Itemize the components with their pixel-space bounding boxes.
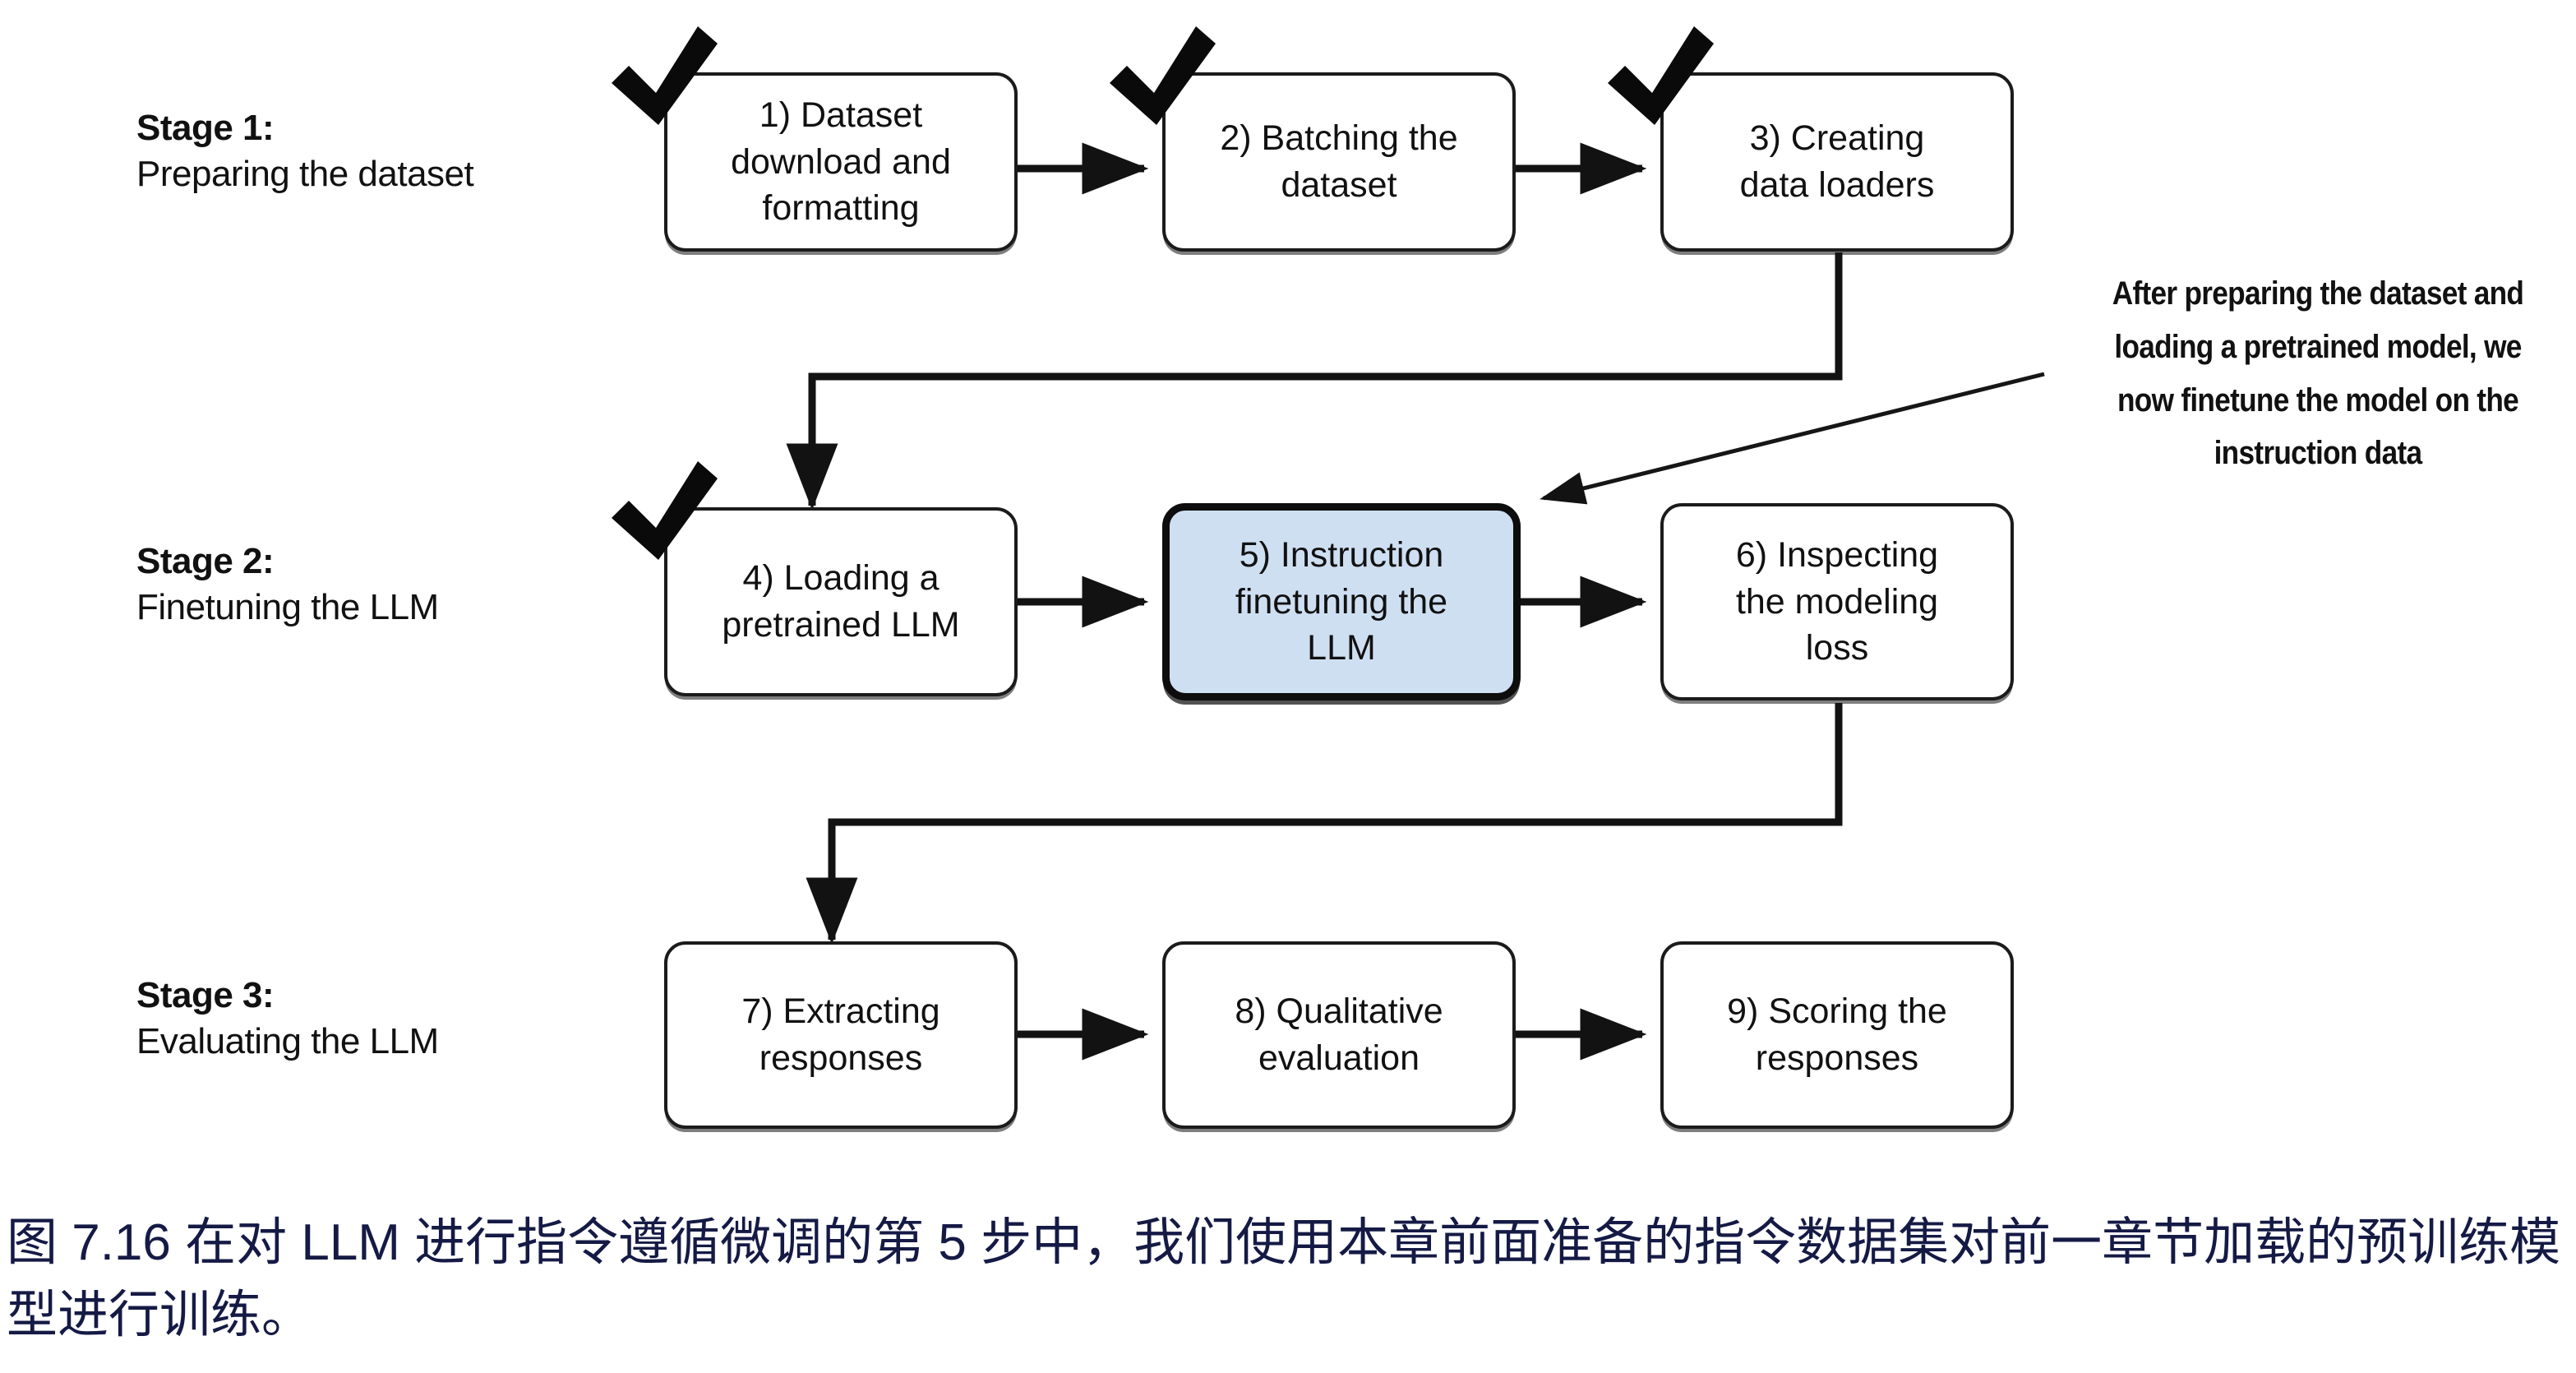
stage-label-1: Stage 1: Preparing the dataset [136,105,474,198]
annotation-line-4: instruction data [2214,435,2422,472]
stage-3-title: Stage 3: [136,975,275,1015]
stage-label-2: Stage 2: Finetuning the LLM [136,539,439,631]
node-step1[interactable]: 1) Dataset download and formatting [664,72,1018,252]
annotation-line-3: now finetune the model on the [2117,381,2519,418]
node-step6[interactable]: 6) Inspecting the modeling loss [1660,503,2014,700]
arrow-step6-to-step7 [806,703,1843,945]
node-step7[interactable]: 7) Extracting responses [664,941,1018,1129]
annotation-line-2: loading a pretrained model, we [2114,328,2522,365]
node-step1-label: 1) Dataset download and formatting [731,95,951,229]
annotation-text: After preparing the dataset and loading … [2086,267,2549,480]
node-step4[interactable]: 4) Loading a pretrained LLM [664,507,1018,696]
annotation-leader-arrow [1540,372,2045,505]
annotation-line-1: After preparing the dataset and [2112,275,2524,312]
node-step3[interactable]: 3) Creating data loaders [1660,72,2014,252]
node-step4-label: 4) Loading a pretrained LLM [722,558,960,645]
node-step5-label: 5) Instruction finetuning the LLM [1235,534,1448,668]
node-step8-label: 8) Qualitative evaluation [1235,992,1443,1078]
stage-2-subtitle: Finetuning the LLM [136,587,439,628]
stage-1-title: Stage 1: [136,108,275,148]
node-step7-label: 7) Extracting responses [741,992,940,1078]
stage-1-subtitle: Preparing the dataset [136,154,474,195]
stage-2-title: Stage 2: [136,541,275,581]
stage-label-3: Stage 3: Evaluating the LLM [136,973,439,1066]
node-step2[interactable]: 2) Batching the dataset [1162,72,1516,252]
node-step5[interactable]: 5) Instruction finetuning the LLM [1162,503,1521,700]
node-step9-label: 9) Scoring the responses [1727,992,1947,1078]
node-step9[interactable]: 9) Scoring the responses [1660,941,2014,1129]
node-step6-label: 6) Inspecting the modeling loss [1735,534,1939,668]
node-step2-label: 2) Batching the dataset [1220,118,1458,205]
arrow-step3-to-step4 [786,252,1843,511]
stage-3-subtitle: Evaluating the LLM [136,1021,439,1062]
figure-caption: 图 7.16 在对 LLM 进行指令遵循微调的第 5 步中，我们使用本章前面准备… [7,1214,2561,1344]
node-step8[interactable]: 8) Qualitative evaluation [1162,941,1516,1129]
node-step3-label: 3) Creating data loaders [1739,118,1935,205]
